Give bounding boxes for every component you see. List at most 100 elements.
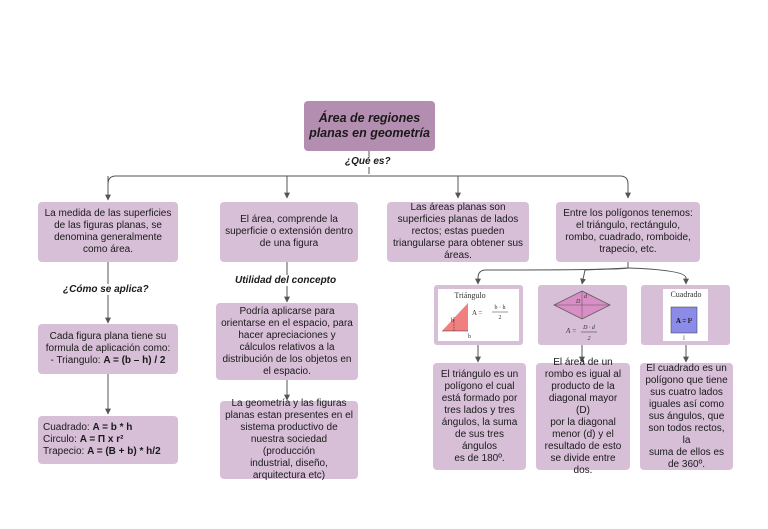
cuad-desc-line-6: son todos rectos, la bbox=[648, 422, 725, 446]
tri-desc-line-4: tres lados y tres bbox=[444, 404, 515, 416]
rhombus-d-label: d bbox=[584, 294, 588, 300]
triangulo-formula: A = (b – h) / 2 bbox=[103, 355, 166, 366]
planas-line-2: superficies planas de lados bbox=[397, 214, 519, 225]
medida-line-3: denomina generalmente bbox=[54, 232, 162, 243]
rhombus-figure-panel: D d A = D · d 2 bbox=[538, 285, 627, 345]
square-figure-panel: Cuadrado A = l² l bbox=[641, 285, 730, 345]
triangle-base-label: b bbox=[468, 334, 471, 340]
areas-planas-box: Las áreas planas son superficies planas … bbox=[387, 202, 529, 262]
trapecio-formula: A = (B + b) * h/2 bbox=[87, 446, 161, 457]
rhombus-D-label: D bbox=[575, 299, 581, 305]
cuad-desc-line-2: polígono que tiene bbox=[645, 374, 728, 386]
area-line-3: de una figura bbox=[259, 238, 319, 249]
cuad-desc-line-3: sus cuatro lados bbox=[650, 386, 723, 398]
cuadrado-formula: A = b * h bbox=[92, 422, 133, 433]
medida-line-1: La medida de las superficies bbox=[44, 208, 172, 219]
poligonos-line-4: trapecio, etc. bbox=[599, 244, 657, 255]
geometria-line-3: sistema productivo de bbox=[240, 422, 338, 433]
tri-desc-line-1: El triángulo es un bbox=[440, 368, 519, 380]
tri-desc-line-6: de sus tres ángulos bbox=[455, 428, 504, 452]
geometria-line-6: arquitectura etc) bbox=[252, 470, 326, 481]
medida-box: La medida de las superficies de las figu… bbox=[38, 202, 178, 262]
triangle-formula-prefix: A = bbox=[472, 309, 482, 317]
rhombus-formula-denominator: 2 bbox=[588, 336, 591, 342]
medida-line-4: como área. bbox=[82, 244, 134, 255]
geometria-line-5: industrial, diseño, bbox=[250, 458, 328, 469]
aplicarse-box: Podría aplicarse para orientarse en el e… bbox=[216, 303, 358, 380]
triangulo-formula-prefix: - Triangulo: bbox=[50, 355, 104, 366]
triangle-description-box: El triángulo es un polígono el cual está… bbox=[433, 363, 526, 470]
triangle-shape bbox=[442, 303, 468, 331]
formula-box: Cada figura plana tiene su formula de ap… bbox=[38, 324, 178, 374]
aplicarse-line-2: orientarse en el espacio, para bbox=[221, 317, 353, 329]
triangulo-formula-line: - Triangulo: A = (b – h) / 2 bbox=[46, 355, 171, 367]
cuad-desc-line-8: de 360º. bbox=[667, 458, 706, 470]
rhombus-formula-prefix: A = bbox=[565, 327, 577, 335]
cuadrado-prefix: Cuadrado: bbox=[43, 422, 93, 433]
rombo-desc-line-8: se divide entre dos. bbox=[550, 452, 616, 476]
geometria-line-2: planas estan presentes en el bbox=[225, 410, 353, 421]
geometria-line-1: La geometría y las figuras bbox=[231, 398, 347, 409]
cuad-desc-line-1: El cuadrado es un bbox=[646, 362, 727, 374]
triangle-figure-title: Triángulo bbox=[454, 291, 485, 300]
area-box: El área, comprende la superficie o exten… bbox=[220, 202, 358, 262]
formulas-box: Cuadrado: A = b * h Circulo: A = Π x r² … bbox=[38, 416, 178, 464]
circulo-prefix: Circulo: bbox=[43, 434, 80, 445]
formula-line-2: formula de aplicación como: bbox=[45, 343, 171, 354]
title-box: Área de regiones planas en geometría bbox=[304, 101, 435, 151]
rombo-desc-line-3: producto de la bbox=[551, 380, 615, 392]
trapecio-prefix: Trapecio: bbox=[43, 446, 88, 457]
cuad-desc-line-7: suma de ellos es bbox=[648, 446, 725, 458]
utilidad-label: Utilidad del concepto bbox=[233, 275, 339, 286]
planas-line-1: Las áreas planas son bbox=[410, 202, 506, 213]
planas-line-4: triangularse para obtener sus bbox=[392, 238, 524, 249]
medida-line-2: de las figuras planas, se bbox=[54, 220, 162, 231]
square-description-box: El cuadrado es un polígono que tiene sus… bbox=[640, 363, 733, 470]
aplicarse-line-5: distribución de los objetos en bbox=[222, 353, 352, 365]
rombo-desc-line-1: El área de un bbox=[553, 356, 613, 368]
square-formula: A = l² bbox=[676, 317, 692, 325]
circulo-formula-line: Circulo: A = Π x r² bbox=[43, 434, 161, 446]
triangle-formula-denominator: 2 bbox=[499, 315, 502, 321]
tri-desc-line-7: es de 180º. bbox=[454, 452, 505, 464]
poligonos-line-1: Entre los polígonos tenemos: bbox=[563, 208, 693, 219]
cuad-desc-line-4: iguales así como bbox=[648, 398, 725, 410]
poligonos-line-2: el triángulo, rectángulo, bbox=[576, 220, 680, 231]
square-side-label: l bbox=[683, 336, 685, 342]
triangle-height-label: h bbox=[451, 318, 454, 324]
rombo-desc-line-2: rombo es igual al bbox=[544, 368, 622, 380]
square-figure-title: Cuadrado bbox=[670, 290, 701, 299]
planas-line-5: áreas. bbox=[444, 250, 472, 261]
aplicarse-line-3: hacer apreciaciones y bbox=[238, 329, 336, 341]
aplicarse-line-6: el espacio. bbox=[263, 365, 311, 377]
tri-desc-line-2: polígono el cual bbox=[444, 380, 515, 392]
cuad-desc-line-5: sus ángulos, que bbox=[648, 410, 725, 422]
como-se-aplica-label: ¿Cómo se aplica? bbox=[61, 284, 151, 295]
rhombus-description-box: El área de un rombo es igual al producto… bbox=[536, 357, 630, 476]
poligonos-line-3: rombo, cuadrado, romboide, bbox=[565, 232, 691, 243]
square-shape bbox=[670, 306, 698, 334]
trapecio-formula-line: Trapecio: A = (B + b) * h/2 bbox=[43, 446, 161, 458]
area-line-2: superficie o extensión dentro bbox=[225, 226, 353, 237]
tri-desc-line-5: ángulos, la suma bbox=[441, 416, 518, 428]
aplicarse-line-1: Podría aplicarse para bbox=[239, 305, 335, 317]
tri-desc-line-3: está formado por bbox=[441, 392, 518, 404]
circulo-formula: A = Π x r² bbox=[79, 434, 124, 445]
aplicarse-line-4: cálculos relativos a la bbox=[239, 341, 335, 353]
rombo-desc-line-6: menor (d) y el bbox=[552, 428, 614, 440]
rombo-desc-line-4: diagonal mayor (D) bbox=[548, 392, 618, 416]
rombo-desc-line-7: resultado de esto bbox=[544, 440, 622, 452]
planas-line-3: rectos; estas pueden bbox=[411, 226, 505, 237]
geometria-box: La geometría y las figuras planas estan … bbox=[220, 398, 358, 481]
geometria-line-4: nuestra sociedad (producción bbox=[250, 434, 328, 457]
rhombus-formula-numerator: D · d bbox=[582, 325, 596, 331]
cuadrado-formula-line: Cuadrado: A = b * h bbox=[43, 422, 161, 434]
title-line-2: planas en geometría bbox=[309, 126, 430, 140]
triangle-formula-numerator: b · h bbox=[495, 305, 506, 311]
area-line-1: El área, comprende la bbox=[240, 214, 338, 225]
rombo-desc-line-5: por la diagonal bbox=[550, 416, 616, 428]
title-line-1: Área de regiones bbox=[318, 111, 421, 125]
poligonos-box: Entre los polígonos tenemos: el triángul… bbox=[556, 202, 700, 262]
que-es-label: ¿Qué es? bbox=[343, 156, 393, 167]
